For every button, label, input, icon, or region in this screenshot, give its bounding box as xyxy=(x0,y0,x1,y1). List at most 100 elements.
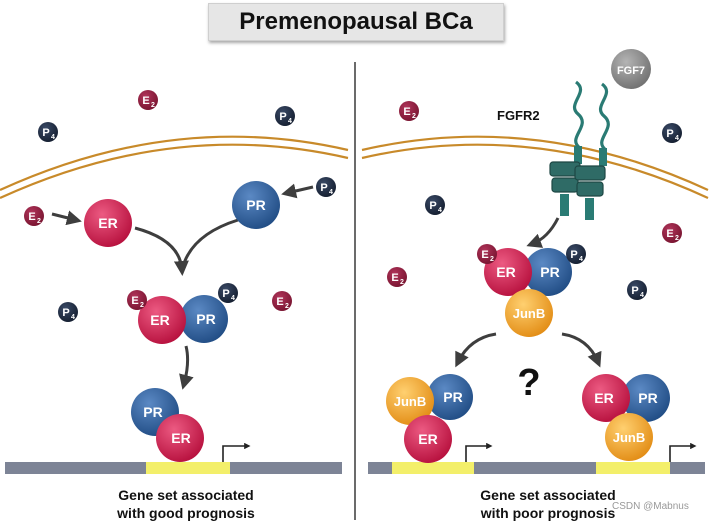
right-transcription-start-arrow-1 xyxy=(465,442,493,462)
right-caption-line2: with poor prognosis xyxy=(480,505,616,521)
right-promoter-region-2 xyxy=(596,462,670,474)
subscript: 4 xyxy=(579,256,583,263)
svg-text:JunB: JunB xyxy=(394,394,427,409)
p-letter: P xyxy=(62,307,69,319)
p-letter: P xyxy=(666,128,673,140)
svg-text:JunB: JunB xyxy=(513,306,546,321)
e-letter: E xyxy=(391,272,398,284)
right-caption: Gene set associated with poor prognosis xyxy=(418,486,678,522)
subscript: 4 xyxy=(51,134,55,141)
e-letter: E xyxy=(276,296,283,308)
left-transcription-start-arrow xyxy=(222,442,251,462)
fgf7-label: FGF7 xyxy=(617,65,645,77)
fgfr2-label: FGFR2 xyxy=(497,108,540,123)
svg-text:ER: ER xyxy=(594,390,613,406)
left-caption-line2: with good prognosis xyxy=(117,505,255,521)
p-letter: P xyxy=(320,182,327,194)
p-letter: P xyxy=(570,249,577,261)
watermark: CSDN @Mabnus xyxy=(612,501,689,512)
left-cell-membrane xyxy=(0,135,349,200)
question-mark: ? xyxy=(517,362,540,404)
p-letter: P xyxy=(631,285,638,297)
svg-text:ER: ER xyxy=(496,264,515,280)
right-er-pr-junb-dna-complex: ER PR JunB xyxy=(582,374,670,461)
left-pathway-arrows xyxy=(51,183,314,390)
left-dna-bound-complex: PR ER xyxy=(131,388,204,462)
subscript: 4 xyxy=(640,292,644,299)
p-letter: P xyxy=(222,288,229,300)
right-junb-pr-er-complex: JunB PR ER xyxy=(386,374,473,463)
subscript: 2 xyxy=(675,235,679,242)
right-caption-line1: Gene set associated xyxy=(480,487,616,503)
e-letter: E xyxy=(403,106,410,118)
left-er-molecule: ER xyxy=(84,199,132,247)
subscript: 2 xyxy=(412,113,416,120)
svg-text:PR: PR xyxy=(540,264,559,280)
left-pr-molecule: PR xyxy=(232,181,280,229)
e-letter: E xyxy=(131,295,138,307)
subscript: 2 xyxy=(490,256,494,263)
svg-text:ER: ER xyxy=(150,312,169,328)
subscript: 4 xyxy=(438,207,442,214)
svg-text:PR: PR xyxy=(196,311,215,327)
p-letter: P xyxy=(279,111,286,123)
subscript: 4 xyxy=(329,189,333,196)
svg-text:PR: PR xyxy=(638,390,657,406)
e-letter: E xyxy=(481,249,488,261)
e-letter: E xyxy=(666,228,673,240)
subscript: 2 xyxy=(400,279,404,286)
subscript: 2 xyxy=(285,303,289,310)
subscript: 2 xyxy=(140,302,144,309)
svg-text:JunB: JunB xyxy=(613,430,646,445)
e-letter: E xyxy=(142,95,149,107)
right-transcription-start-arrow-2 xyxy=(669,442,697,462)
p-letter: P xyxy=(42,127,49,139)
right-pathway-arrows xyxy=(455,217,602,368)
subscript: 4 xyxy=(675,135,679,142)
e-letter: E xyxy=(28,211,35,223)
svg-text:ER: ER xyxy=(98,215,117,231)
subscript: 4 xyxy=(71,314,75,321)
left-promoter-region xyxy=(146,462,230,474)
subscript: 2 xyxy=(151,102,155,109)
right-er-pr-junb-complex: ER PR JunB xyxy=(484,248,572,337)
svg-text:PR: PR xyxy=(246,197,265,213)
svg-text:PR: PR xyxy=(143,404,162,420)
left-er-pr-complex: ER PR xyxy=(138,295,228,344)
left-caption: Gene set associated with good prognosis xyxy=(56,486,316,522)
subscript: 4 xyxy=(288,118,292,125)
subscript: 4 xyxy=(231,295,235,302)
right-promoter-region-1 xyxy=(392,462,474,474)
left-caption-line1: Gene set associated xyxy=(118,487,254,503)
right-dna-strand xyxy=(368,442,705,474)
p-letter: P xyxy=(429,200,436,212)
svg-text:PR: PR xyxy=(443,389,462,405)
svg-text:ER: ER xyxy=(418,431,437,447)
svg-text:ER: ER xyxy=(171,430,190,446)
page-title: Premenopausal BCa xyxy=(208,3,504,41)
fgfr2-receptor xyxy=(549,80,610,220)
right-cell-membrane xyxy=(361,135,709,199)
subscript: 2 xyxy=(37,218,41,225)
left-dna-strand xyxy=(5,442,342,474)
fgf7-ligand: FGF7 xyxy=(611,49,651,89)
